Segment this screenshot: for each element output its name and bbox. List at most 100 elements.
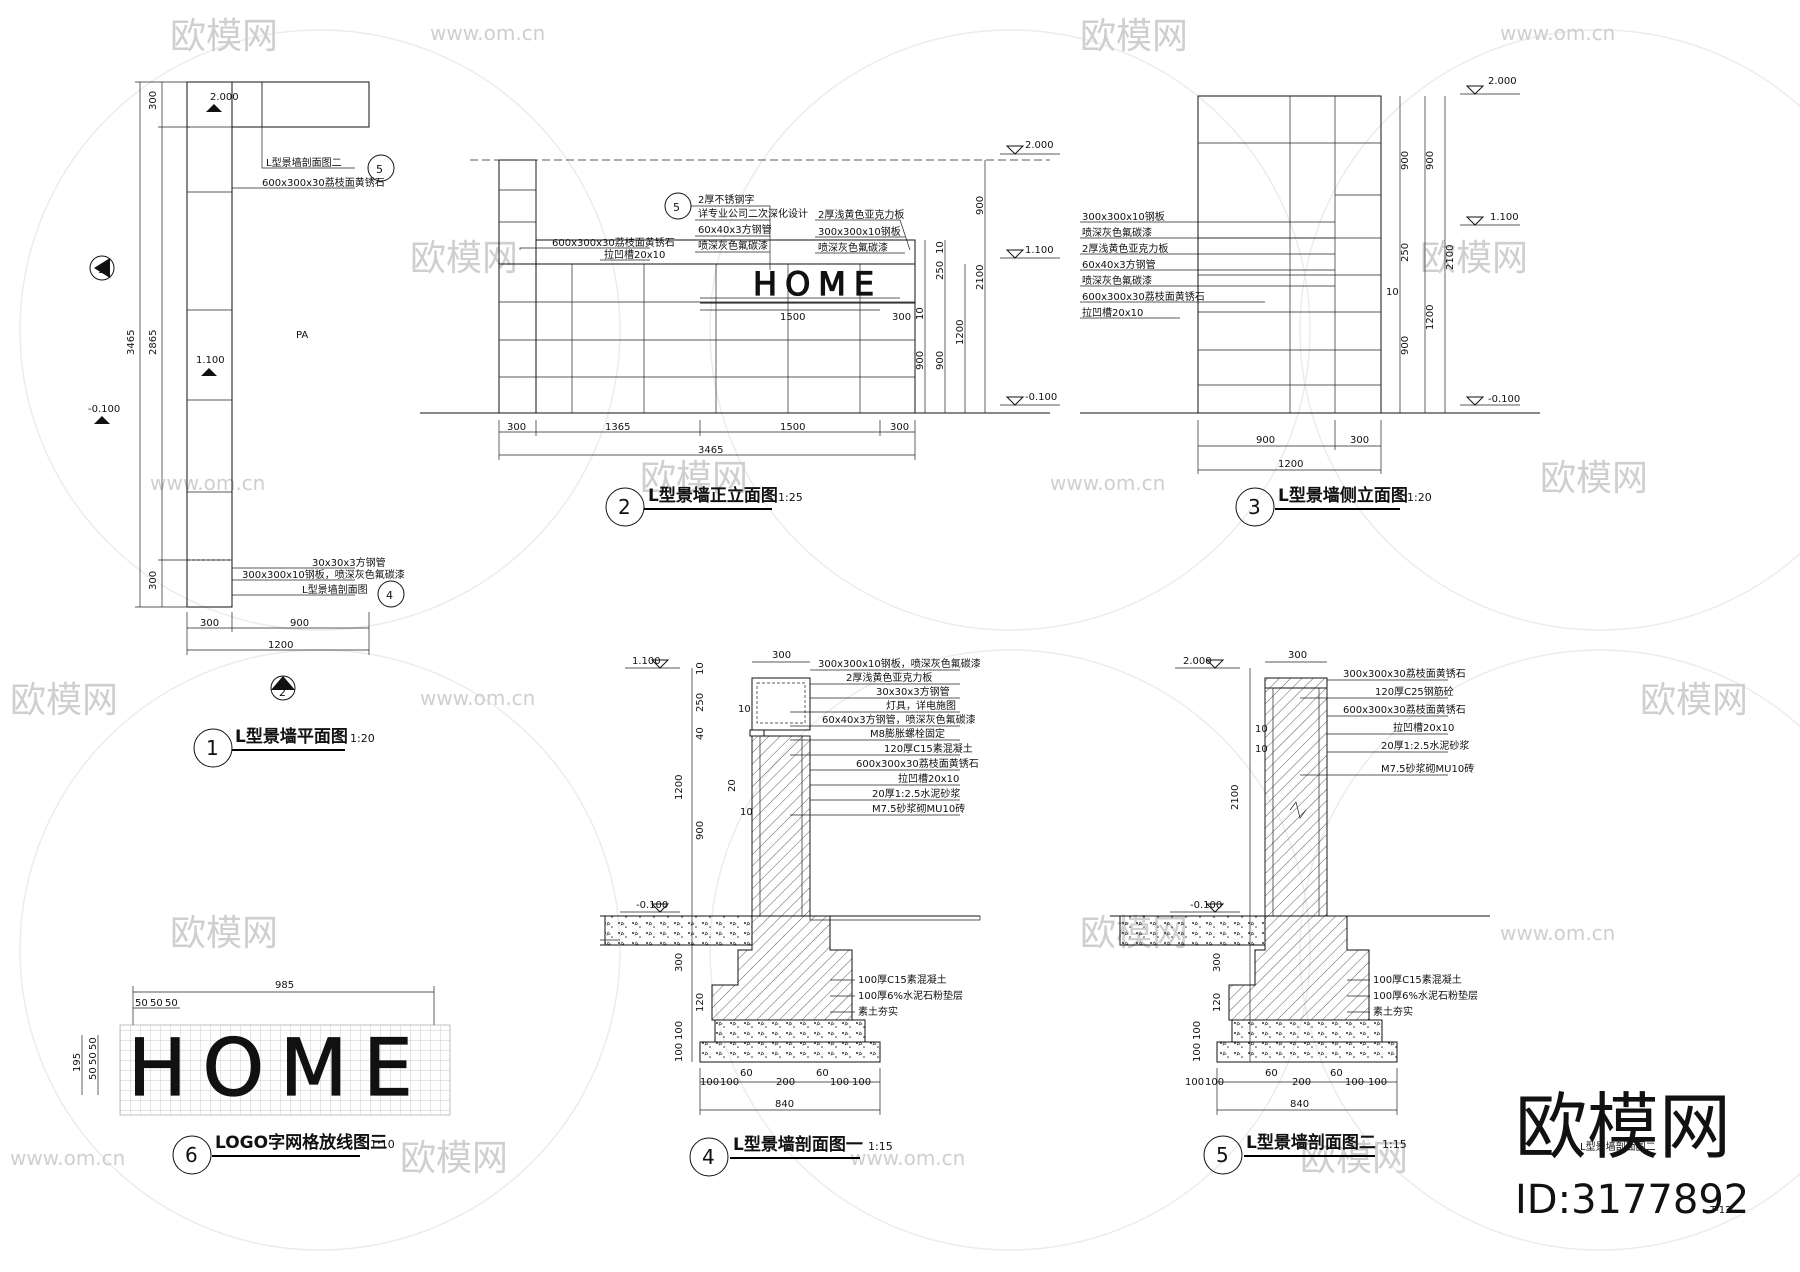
dim-text: 900: [290, 618, 309, 629]
callout-text: 120厚C15素混凝土: [884, 742, 973, 755]
callout-text: 100厚C15素混凝土: [1373, 973, 1462, 986]
level-text: 1.100: [196, 355, 225, 366]
dim-text: 10: [915, 307, 926, 320]
dim-text: 200: [1292, 1077, 1311, 1088]
callout-text: 600x300x30荔枝面黄锈石: [552, 236, 675, 249]
level-text: -0.100: [1488, 394, 1520, 405]
dim-text: 195: [72, 1053, 83, 1072]
level-marker-icon: [650, 903, 670, 913]
drawing-number: 1: [206, 736, 219, 760]
drawing-title: L型景墙剖面图一: [733, 1134, 863, 1155]
watermark-logo: 欧模网: [10, 680, 118, 721]
watermark-url: www.om.cn: [850, 1146, 965, 1170]
dim-text: 300: [892, 312, 911, 323]
dim-text: 2865: [148, 330, 159, 355]
logo-grid-view: HOME 985 50 50 50 195 50 50 50 6 LOGO字网格…: [72, 980, 451, 1175]
dim-text: 100: [852, 1077, 871, 1088]
callout-text: M7.5砂浆砌MU10砖: [872, 802, 965, 815]
dim-text: 1500: [780, 422, 805, 433]
dim-text: 1200: [268, 640, 293, 651]
dim-text: 60: [740, 1068, 753, 1079]
level-marker-icon: [1005, 396, 1025, 406]
callout-text: 300x300x30荔枝面黄锈石: [1343, 667, 1466, 680]
drawing-title: L型景墙剖面图二: [1246, 1132, 1376, 1153]
section-two: 2.000 -0.100 300 300x300x30荔枝面黄锈石 120厚C2…: [1110, 650, 1656, 1175]
callout-number: 4: [386, 589, 393, 602]
callout-text: 60x40x3方钢管，喷深灰色氟碳漆: [822, 713, 976, 726]
dim-text: 50: [135, 998, 148, 1009]
watermark-logo: 欧模网: [640, 458, 748, 499]
callout-text: L型景墙剖面图: [302, 583, 368, 596]
level-marker-icon: [206, 104, 222, 112]
callout-text: 600x300x30荔枝面黄锈石: [262, 176, 385, 189]
dim-text: 300: [1288, 650, 1307, 661]
watermark-url: www.om.cn: [10, 1146, 125, 1170]
callout-text: 灯具，详电施图: [886, 699, 956, 712]
level-marker-icon: [1005, 249, 1025, 259]
watermark-logo: 欧模网: [1640, 680, 1748, 721]
dim-text: 2100: [975, 265, 986, 290]
dim-text: 840: [1290, 1099, 1309, 1110]
dim-text: 100: [1345, 1077, 1364, 1088]
reference-note: L型景墙剖面图二: [1580, 1140, 1656, 1153]
dim-text: 1365: [605, 422, 630, 433]
dim-text: 60: [1330, 1068, 1343, 1079]
level-marker-icon: [1205, 659, 1225, 669]
dim-text: 10: [740, 807, 753, 818]
callout-number: 5: [673, 201, 680, 214]
watermark-logo: 欧模网: [1540, 458, 1648, 499]
callout-text: 拉凹槽20x10: [604, 248, 665, 261]
dim-text: 50: [150, 998, 163, 1009]
drawing-scale: 1:10: [370, 1138, 395, 1151]
dim-text: 300: [148, 571, 159, 590]
dim-text: 10: [1255, 724, 1268, 735]
callout-text: 120厚C25钢筋砼: [1375, 685, 1454, 698]
callout-number: 5: [376, 163, 383, 176]
dim-text: 120: [1212, 993, 1223, 1012]
level-text: -0.100: [1190, 900, 1222, 911]
drawing-number: 6: [185, 1143, 198, 1167]
level-text: 1.100: [632, 656, 661, 667]
watermark-logo: 欧模网: [1080, 16, 1188, 57]
dim-text: 300: [890, 422, 909, 433]
plan-view: 300 2865 300 3465 300 900 1200 2.000 1.1…: [88, 81, 405, 768]
callout-text: 300x300x10钢板: [1082, 210, 1165, 223]
watermark-logo: 欧模网: [1300, 1138, 1408, 1179]
callout-text: 拉凹槽20x10: [1393, 721, 1454, 734]
dim-text: 3465: [126, 330, 137, 355]
dim-text: 1200: [1425, 305, 1436, 330]
callout-text: 2厚浅黄色亚克力板: [846, 671, 932, 684]
dim-text: 300: [200, 618, 219, 629]
drawing-title: L型景墙正立面图: [648, 485, 778, 506]
drawing-number: 3: [1248, 495, 1261, 519]
level-marker-icon: [1465, 216, 1485, 226]
drawing-title: LOGO字网格放线图三: [215, 1132, 387, 1153]
drawing-title: L型景墙侧立面图: [1278, 485, 1408, 506]
callout-text: 拉凹槽20x10: [1082, 306, 1143, 319]
section-marker-icon: 3: [89, 255, 115, 281]
dim-text: 200: [776, 1077, 795, 1088]
watermark-logo: 欧模网: [410, 238, 518, 279]
dim-text: 250: [695, 693, 706, 712]
level-marker-icon: [650, 659, 670, 669]
drawing-scale: 1:15: [1382, 1138, 1407, 1151]
dim-text: 840: [775, 1099, 794, 1110]
dim-text: 300: [1212, 953, 1223, 972]
watermark-url: www.om.cn: [1500, 21, 1615, 45]
callout-text: 30x30x3方钢管: [876, 685, 950, 698]
callout-text: 100厚6%水泥石粉垫层: [1373, 989, 1478, 1002]
level-text: 2.000: [210, 92, 239, 103]
drawing-number-circle: [1235, 487, 1275, 527]
watermark-logo: 欧模网: [400, 1138, 508, 1179]
callout-text: 30x30x3方钢管: [312, 556, 386, 569]
watermark-logo: 欧模网: [170, 913, 278, 954]
callout-text: 300x300x10钢板: [818, 225, 901, 238]
watermark-url: www.om.cn: [1500, 921, 1615, 945]
level-text: 2.000: [1025, 140, 1054, 151]
drawing-number: 4: [702, 1145, 715, 1169]
callout-text: 喷深灰色氟碳漆: [818, 241, 888, 254]
sheet-number: T-12: [1709, 1205, 1732, 1216]
dim-text: 20: [727, 779, 738, 792]
dim-text: 900: [935, 351, 946, 370]
